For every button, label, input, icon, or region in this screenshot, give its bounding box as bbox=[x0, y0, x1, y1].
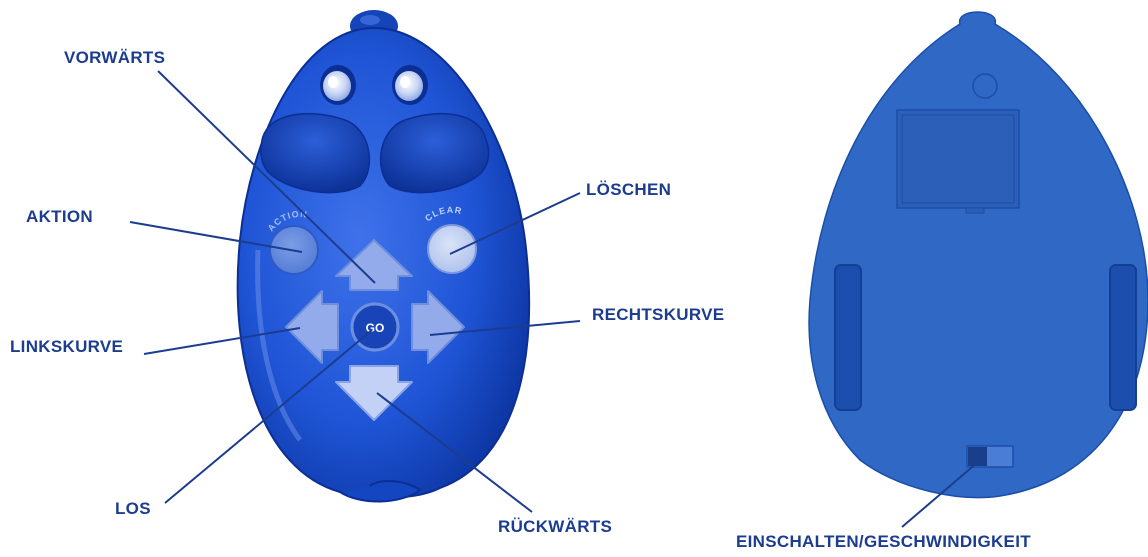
left-eye bbox=[320, 65, 356, 105]
right-wheel bbox=[1110, 265, 1136, 410]
label-turn-right: RECHTSKURVE bbox=[592, 305, 724, 325]
label-go: LOS bbox=[115, 499, 151, 519]
label-clear: LÖSCHEN bbox=[586, 180, 671, 200]
go-button[interactable]: GO bbox=[352, 304, 398, 350]
label-power-speed: EINSCHALTEN/GESCHWINDIGKEIT bbox=[736, 532, 1031, 552]
label-action: AKTION bbox=[26, 207, 93, 227]
mouse-front: ACTION CLEAR GO bbox=[238, 10, 530, 502]
battery-compartment bbox=[897, 110, 1019, 213]
power-speed-switch[interactable] bbox=[967, 446, 1013, 467]
label-backward: RÜCKWÄRTS bbox=[498, 517, 612, 537]
label-forward: VORWÄRTS bbox=[64, 48, 165, 68]
mouse-back bbox=[809, 12, 1148, 498]
left-wheel bbox=[835, 265, 861, 410]
right-eye bbox=[392, 65, 428, 105]
mouse-back-body bbox=[809, 12, 1148, 498]
label-turn-left: LINKSKURVE bbox=[10, 337, 123, 357]
